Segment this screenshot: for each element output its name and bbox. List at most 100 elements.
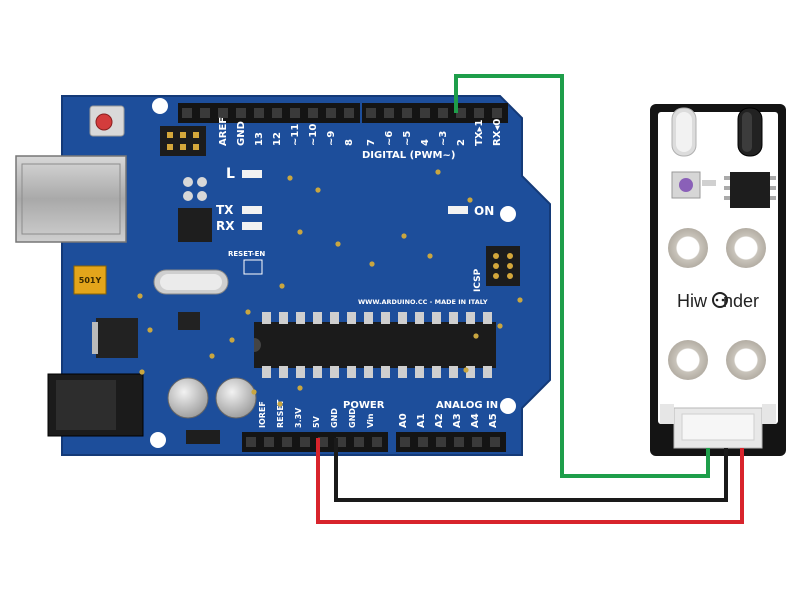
potentiometer[interactable] bbox=[671, 171, 701, 199]
pin-label: Vin bbox=[366, 413, 375, 428]
header-pin bbox=[402, 108, 412, 118]
pin-label: TX▸1 bbox=[474, 119, 485, 146]
header-pin bbox=[326, 108, 336, 118]
header-pin bbox=[436, 437, 446, 447]
icsp-header-usb bbox=[160, 126, 206, 156]
via bbox=[147, 327, 153, 333]
pin-label: ~6 bbox=[384, 131, 395, 146]
header-pin bbox=[254, 108, 264, 118]
reset-button[interactable] bbox=[89, 105, 125, 137]
header-pin bbox=[264, 437, 274, 447]
via bbox=[435, 169, 441, 175]
pin-label: 4 bbox=[420, 139, 431, 146]
header-pin bbox=[336, 437, 346, 447]
header-pin bbox=[366, 108, 376, 118]
usb-connector bbox=[15, 155, 127, 243]
via bbox=[297, 385, 303, 391]
via bbox=[517, 297, 523, 303]
via bbox=[335, 241, 341, 247]
diode bbox=[186, 430, 220, 444]
power-header-label: POWER bbox=[343, 400, 385, 411]
pin-label: 8 bbox=[344, 139, 355, 146]
via bbox=[139, 369, 145, 375]
via bbox=[137, 293, 143, 299]
header-pin bbox=[308, 108, 318, 118]
reset-en-label: RESET-EN bbox=[228, 250, 265, 258]
via bbox=[251, 389, 257, 395]
arduino-board: 501Y bbox=[15, 95, 551, 456]
pin-label: RESET bbox=[276, 399, 285, 428]
via bbox=[279, 283, 285, 289]
mounting-ring bbox=[668, 340, 708, 380]
pin-label: GND bbox=[348, 408, 357, 428]
digital-header-label: DIGITAL (PWM~) bbox=[362, 150, 455, 161]
via bbox=[369, 261, 375, 267]
capacitor bbox=[167, 377, 209, 419]
solder-pads bbox=[183, 177, 207, 201]
via bbox=[427, 253, 433, 259]
mounting-ring bbox=[726, 340, 766, 380]
pin-label: ~9 bbox=[326, 131, 337, 146]
header-pin bbox=[290, 108, 300, 118]
pin-label: RX◂0 bbox=[492, 119, 503, 146]
mount-hole bbox=[500, 398, 516, 414]
reset-en-pad bbox=[243, 259, 263, 275]
led-on-label: ON bbox=[474, 204, 494, 218]
pin-label: A0 bbox=[398, 413, 409, 428]
pin-label: ~3 bbox=[438, 131, 449, 146]
led-rx bbox=[242, 222, 262, 230]
pin-label: GND bbox=[236, 121, 247, 146]
header-pin bbox=[182, 108, 192, 118]
pin-label: A3 bbox=[452, 413, 463, 428]
mount-hole bbox=[150, 432, 166, 448]
pin-label: A2 bbox=[434, 413, 445, 428]
wire-power bbox=[316, 438, 744, 524]
pin-label: GND bbox=[330, 408, 339, 428]
power-jack bbox=[47, 373, 144, 437]
pin-label: ~10 bbox=[308, 124, 319, 146]
smd-resistor bbox=[702, 180, 716, 186]
pin-label: 7 bbox=[366, 139, 377, 146]
led-l bbox=[242, 170, 262, 178]
pin-label: A4 bbox=[470, 413, 481, 428]
module-connector bbox=[660, 404, 776, 449]
via bbox=[497, 323, 503, 329]
via bbox=[245, 309, 251, 315]
header-pin bbox=[344, 108, 354, 118]
digital-header-left bbox=[178, 103, 360, 123]
wires bbox=[316, 74, 744, 524]
header-pin bbox=[246, 437, 256, 447]
via bbox=[467, 197, 473, 203]
header-pin bbox=[282, 437, 292, 447]
header-pin bbox=[438, 108, 448, 118]
via bbox=[277, 401, 283, 407]
header-pin bbox=[472, 437, 482, 447]
fuse-label: 501Y bbox=[79, 276, 102, 285]
header-pin bbox=[272, 108, 282, 118]
ir-receiver-led bbox=[737, 107, 763, 157]
mount-hole bbox=[152, 98, 168, 114]
via bbox=[473, 333, 479, 339]
via bbox=[463, 367, 469, 373]
led-on bbox=[448, 206, 468, 214]
atmega-chip bbox=[254, 312, 496, 378]
header-pin bbox=[218, 108, 228, 118]
via bbox=[287, 175, 293, 181]
fuse: 501Y bbox=[73, 265, 107, 295]
mount-hole bbox=[500, 206, 516, 222]
digital-header-right bbox=[362, 103, 508, 123]
header-pin bbox=[492, 108, 502, 118]
mounting-ring bbox=[726, 228, 766, 268]
pin-label: 13 bbox=[254, 132, 265, 146]
led-tx bbox=[242, 206, 262, 214]
module-pcb bbox=[658, 112, 778, 424]
smd-chip bbox=[178, 312, 200, 330]
voltage-regulator bbox=[92, 318, 138, 358]
header-pin bbox=[318, 437, 328, 447]
header-pin bbox=[418, 437, 428, 447]
header-pin bbox=[420, 108, 430, 118]
